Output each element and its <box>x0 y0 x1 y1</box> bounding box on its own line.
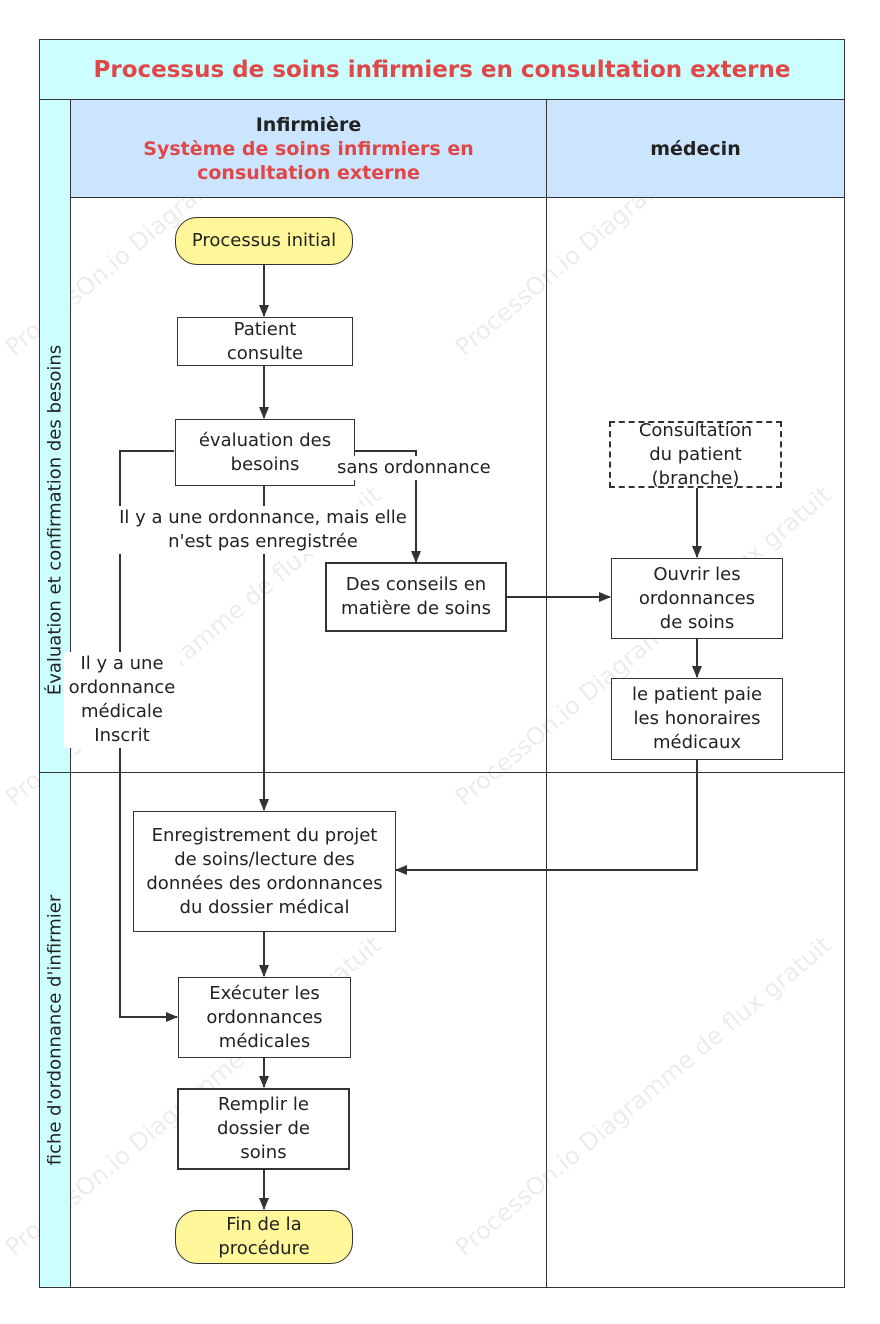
execute-orders-node: Exécuter les ordonnances médicales <box>178 977 351 1058</box>
diagram-title: Processus de soins infirmiers en consult… <box>93 56 791 83</box>
fill-record-node: Remplir le dossier de soins <box>177 1088 350 1170</box>
patient-consults-node: Patient consulte <box>177 317 353 366</box>
cell-doctor-orders <box>546 772 845 1288</box>
lane-header-doctor: médecin <box>546 99 845 198</box>
consultation-branch-node: Consultation du patient (branche) <box>609 420 782 489</box>
edge-label-no-prescription: sans ordonnance <box>337 456 491 480</box>
edge-label-registered: Il y a une ordonnance médicale Inscrit <box>64 652 180 748</box>
lane-subtitle: Système de soins infirmiers en consultat… <box>143 137 474 184</box>
start-node: Processus initial <box>175 217 353 265</box>
record-plan-node: Enregistrement du projet de soins/lectur… <box>133 811 396 932</box>
diagram-title-bar: Processus de soins infirmiers en consult… <box>39 39 845 100</box>
lane-name: médecin <box>650 137 741 160</box>
patient-pays-node: le patient paie les honoraires médicaux <box>611 678 783 760</box>
edge-label-not-registered: Il y a une ordonnance, mais elle n'est p… <box>118 506 408 554</box>
edge-pays-to-record <box>395 759 698 875</box>
needs-assessment-node: évaluation des besoins <box>175 419 355 486</box>
advice-node: Des conseils en matière de soins <box>325 562 507 632</box>
end-node: Fin de la procédure <box>175 1210 353 1264</box>
edge-assessment-to-advice <box>354 450 421 563</box>
lane-name: Infirmière <box>255 113 362 136</box>
open-prescriptions-node: Ouvrir les ordonnances de soins <box>611 558 783 639</box>
